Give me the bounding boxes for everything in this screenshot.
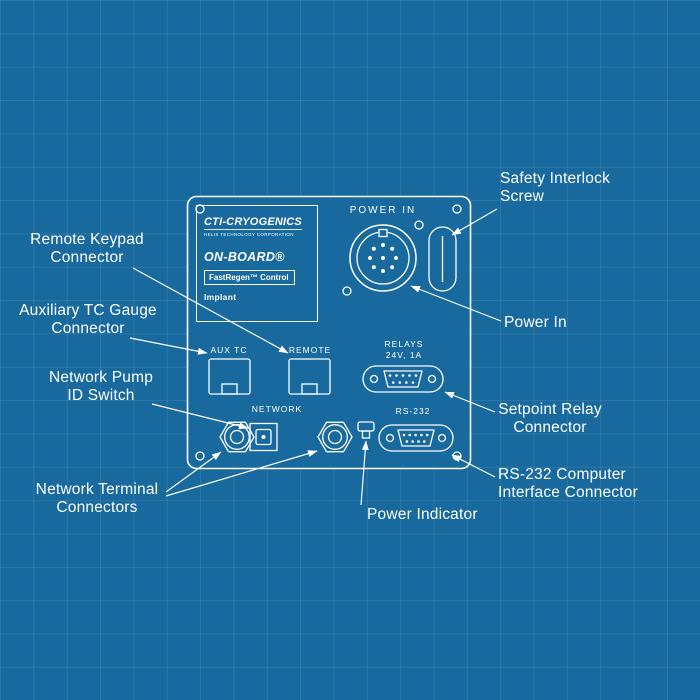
leader-aux-tc — [129, 337, 208, 355]
callout-text: Network Terminal — [35, 481, 159, 498]
brand-name: CTI-CRYOGENICS — [204, 216, 302, 230]
power-in-connector — [342, 220, 424, 296]
remote-keypad-connector — [288, 358, 331, 395]
power-indicator-led — [357, 421, 375, 439]
callout-rs232-interface-connector: RS-232 Computer Interface Connector — [498, 466, 683, 503]
leader-lines — [129, 208, 502, 506]
power-in-label: POWER IN — [349, 205, 417, 216]
callout-text: Connector — [51, 320, 125, 338]
callout-text: RS-232 Computer — [498, 466, 626, 483]
callout-text: Safety Interlock — [500, 170, 611, 187]
callout-text: Remote Keypad — [30, 231, 144, 248]
corner-screw-hole — [195, 451, 205, 461]
callout-safety-interlock-screw: Safety Interlock Screw — [500, 170, 660, 207]
callout-remote-keypad-connector: Remote Keypad Connector — [7, 231, 167, 268]
callout-network-pump-id-switch: Network Pump ID Switch — [21, 369, 181, 406]
network-pump-id-switch — [249, 422, 278, 452]
callout-text: ID Switch — [67, 387, 135, 405]
product-name: ON-BOARD® — [204, 250, 285, 264]
leader-power-indicator — [360, 440, 369, 506]
setpoint-relay-connector — [362, 365, 444, 393]
mounting-hole — [414, 220, 424, 230]
safety-interlock-screw — [428, 226, 457, 292]
callout-text: Interface Connector — [498, 484, 638, 502]
callout-power-in: Power In — [504, 314, 624, 332]
network-label: NETWORK — [251, 404, 303, 414]
callout-setpoint-relay-connector: Setpoint Relay Connector — [470, 401, 630, 438]
remote-label: REMOTE — [288, 345, 332, 355]
rs232-pins — [402, 433, 429, 443]
power-in-pins — [368, 243, 398, 273]
callout-text: Connector — [513, 419, 587, 437]
relays-label: RELAYS 24V, 1A — [362, 339, 446, 360]
leader-remote-keypad — [132, 267, 289, 354]
callout-text: Power Indicator — [367, 506, 478, 523]
relays-label-line2: 24V, 1A — [385, 349, 423, 360]
callout-text: Setpoint Relay — [498, 401, 602, 418]
leader-network-pump — [151, 403, 249, 430]
callout-text: Auxiliary TC Gauge — [19, 302, 157, 319]
brand-plate: CTI-CRYOGENICS HELIX TECHNOLOGY CORPORAT… — [196, 205, 318, 322]
rs232-connector — [378, 424, 454, 452]
callout-text: Screw — [500, 188, 545, 206]
leader-safety-interlock — [451, 208, 498, 236]
callout-text: Network Pump — [48, 369, 154, 386]
relays-label-line1: RELAYS — [384, 339, 424, 349]
brand-subtitle: HELIX TECHNOLOGY CORPORATION — [204, 232, 294, 237]
callout-text: Power In — [504, 314, 567, 331]
front-panel-outline — [186, 195, 472, 470]
rs232-label: RS-232 — [395, 406, 431, 416]
model-name: Implant — [204, 292, 237, 302]
callout-power-indicator: Power Indicator — [367, 506, 507, 524]
feature-badge: FastRegen™ Control — [204, 270, 295, 285]
leader-power-in — [410, 285, 502, 322]
leader-network-term-2 — [165, 450, 318, 497]
aux-tc-connector — [208, 358, 251, 395]
leader-rs232 — [451, 454, 496, 478]
network-terminal-connector-right — [317, 421, 353, 453]
mounting-hole — [342, 286, 352, 296]
callout-aux-tc-gauge-connector: Auxiliary TC Gauge Connector — [0, 302, 176, 339]
corner-screw-hole — [452, 204, 462, 214]
leader-network-term-1 — [165, 451, 222, 493]
aux-tc-label: AUX TC — [210, 345, 248, 355]
callout-text: Connectors — [56, 499, 138, 517]
relay-pins — [388, 374, 418, 384]
callout-network-terminal-connectors: Network Terminal Connectors — [15, 481, 179, 518]
callout-text: Connector — [50, 249, 124, 267]
leader-setpoint-relay — [444, 391, 496, 413]
